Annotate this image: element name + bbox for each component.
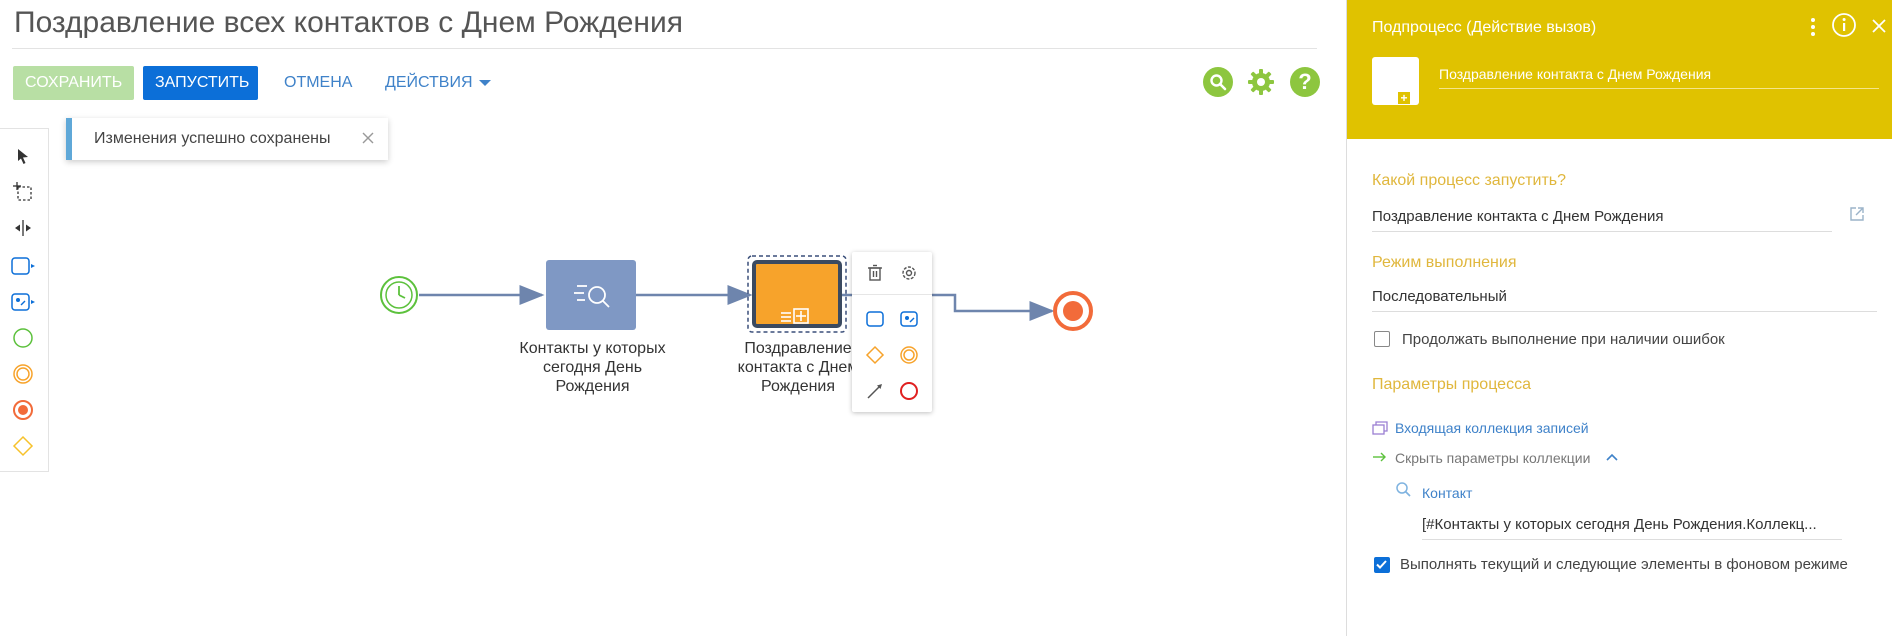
gateway-icon[interactable] [10,433,36,459]
caret-down-icon [478,79,491,86]
menu-divider [852,294,932,295]
read-data-task[interactable] [546,260,636,330]
label-line: сегодня День [542,359,643,376]
background-mode-label: Выполнять текущий и следующие элементы в… [1400,556,1848,573]
element-context-menu [852,252,932,412]
subprocess-task[interactable] [747,255,847,333]
mode-label: Режим выполнения [1372,254,1517,271]
close-icon[interactable] [1869,16,1889,36]
params-label: Параметры процесса [1372,376,1531,393]
element-thumbnail: + [1372,57,1419,105]
gateway-icon[interactable] [862,342,888,368]
end-event-icon[interactable] [896,378,922,404]
subprocess-icon[interactable] [896,306,922,332]
toast-message: Изменения успешно сохранены [94,130,331,147]
subprocess-label: Поздравление контакта с Днем Рождения [718,339,878,396]
lookup-search-icon [1395,481,1413,499]
contact-param-field[interactable]: [#Контакты у которых сегодня День Рожден… [1422,516,1842,540]
continue-on-error-checkbox[interactable] [1374,331,1390,347]
continue-on-error-label: Продолжать выполнение при наличии ошибок [1402,331,1725,348]
start-event-icon[interactable] [10,325,36,351]
page-title: Поздравление всех контактов с Днем Рожде… [14,6,683,39]
run-button[interactable]: ЗАПУСТИТЬ [143,66,258,100]
label-line: Контакты у которых [519,340,666,357]
label-line: Рождения [760,378,836,395]
cancel-button[interactable]: ОТМЕНА [272,66,364,100]
save-button[interactable]: СОХРАНИТЬ [13,66,134,100]
panel-header: Подпроцесс (Действие вызов) + Поздравлен… [1347,0,1892,139]
timer-start-event[interactable] [380,276,418,314]
open-external-icon[interactable] [1847,204,1867,224]
actions-label: ДЕЙСТВИЯ [385,74,473,91]
pointer-icon[interactable] [10,143,36,169]
gear-icon[interactable] [1246,67,1276,97]
chevron-up-icon[interactable] [1605,450,1619,462]
flow-arrow-icon[interactable] [862,378,888,404]
info-icon[interactable] [1831,12,1857,38]
settings-icon[interactable] [896,260,922,286]
search-icon[interactable] [1203,67,1233,97]
end-event[interactable] [1053,291,1093,331]
label-line: Рождения [555,378,630,395]
task-icon[interactable] [862,306,888,332]
intermediate-event-icon[interactable] [896,342,922,368]
read-data-task-label: Контакты у которых сегодня День Рождения [505,339,680,396]
arrow-right-icon [1372,450,1388,462]
intermediate-event-icon[interactable] [10,361,36,387]
subprocess-icon[interactable] [10,289,36,315]
label-line: контакта с Днем [737,359,859,376]
title-divider [12,48,1317,49]
space-tool-icon[interactable] [10,215,36,241]
label-line: Поздравление [744,340,852,357]
element-name-field[interactable]: Поздравление контакта с Днем Рождения [1439,66,1879,89]
process-field[interactable]: Поздравление контакта с Днем Рождения [1372,208,1832,232]
incoming-collection-link[interactable]: Входящая коллекция записей [1395,420,1589,436]
end-event-icon[interactable] [10,397,36,423]
contact-param-label: Контакт [1422,485,1473,501]
collection-icon [1372,420,1390,436]
actions-dropdown[interactable]: ДЕЙСТВИЯ [373,66,503,100]
panel-header-title: Подпроцесс (Действие вызов) [1372,19,1597,36]
process-label: Какой процесс запустить? [1372,172,1567,189]
process-diagram-canvas [380,255,1093,333]
lasso-select-icon[interactable] [10,179,36,205]
cancel-label: ОТМЕНА [284,74,353,91]
element-properties-panel: Подпроцесс (Действие вызов) + Поздравлен… [1346,0,1892,636]
plus-icon: + [1398,92,1410,104]
mode-dropdown[interactable]: Последовательный [1372,288,1877,312]
background-mode-checkbox[interactable] [1374,557,1390,573]
success-toast: Изменения успешно сохранены [66,118,388,160]
left-toolbar [0,128,49,472]
task-icon[interactable] [10,253,36,279]
close-icon[interactable] [358,128,378,148]
hide-collection-params-link[interactable]: Скрыть параметры коллекции [1395,450,1591,466]
delete-icon[interactable] [862,260,888,286]
more-vertical-icon[interactable] [1803,14,1823,40]
help-icon[interactable]: ? [1290,67,1320,97]
